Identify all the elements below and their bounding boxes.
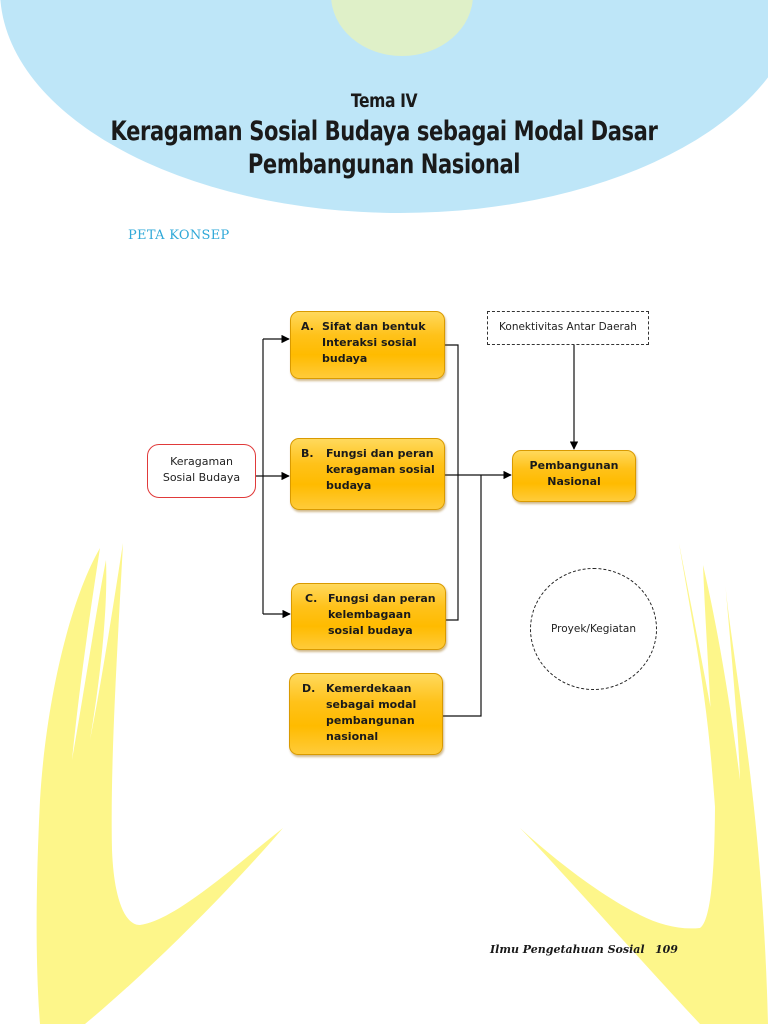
topic-node-b-letter: B. (301, 447, 314, 460)
page-title-line2: Pembangunan Nasional (247, 149, 521, 180)
goal-node-label: Pembangunan Nasional (529, 459, 619, 488)
topic-node-b-label: Fungsi dan peran keragaman sosial budaya (326, 447, 435, 492)
topic-node-a-label: Sifat dan bentuk Interaksi sosial budaya (322, 320, 426, 365)
theme-label: Tema IV (350, 90, 418, 112)
topic-node-c-label: Fungsi dan peran kelembagaan sosial buda… (328, 592, 436, 637)
topic-node-b: B. Fungsi dan peran keragaman sosial bud… (290, 438, 445, 510)
topic-node-a: A. Sifat dan bentuk Interaksi sosial bud… (290, 311, 445, 379)
project-node-circle: Proyek/Kegiatan (530, 568, 657, 690)
page-number: 109 (655, 943, 678, 956)
start-node-keragaman-sosial-budaya: Keragaman Sosial Budaya (147, 444, 256, 498)
edge-a-out (445, 344, 459, 621)
topic-node-a-letter: A. (301, 320, 314, 333)
section-label-peta-konsep: PETA KONSEP (128, 228, 230, 243)
topic-node-d-letter: D. (302, 682, 316, 695)
right-yellow-decoration (520, 543, 768, 1024)
left-yellow-decoration (36, 543, 283, 1024)
topic-node-d: D. Kemerdekaan sebagai modal pembangunan… (289, 673, 443, 755)
header-blue-ellipse (0, 0, 768, 213)
project-node-label: Proyek/Kegiatan (551, 623, 636, 635)
topic-node-c-letter: C. (305, 592, 318, 605)
edge-d-out (443, 475, 482, 717)
page-title-line1: Keragaman Sosial Budaya sebagai Modal Da… (110, 116, 658, 147)
goal-node-pembangunan-nasional: Pembangunan Nasional (512, 450, 636, 502)
connectivity-node: Konektivitas Antar Daerah (487, 311, 649, 345)
topic-node-c: C. Fungsi dan peran kelembagaan sosial b… (291, 583, 446, 650)
footer-subject: Ilmu Pengetahuan Sosial (490, 943, 645, 956)
header-green-ellipse (331, 0, 473, 56)
topic-node-d-label: Kemerdekaan sebagai modal pembangunan na… (326, 682, 417, 743)
